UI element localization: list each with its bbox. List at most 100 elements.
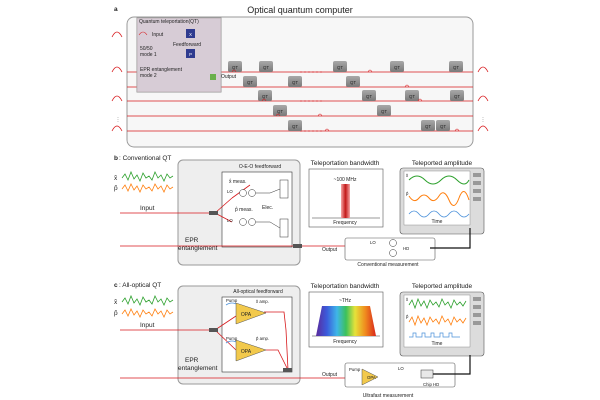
svg-text:QT: QT <box>292 124 298 129</box>
b-amp-x: x̂ <box>406 173 409 178</box>
b-epr2: entanglement <box>178 245 218 252</box>
svg-text:QT: QT <box>454 94 460 99</box>
c-scope-p-trace <box>408 314 467 327</box>
panel-b: b : Conventional QT x̂ p̂ Input O-E-O fe… <box>114 155 485 268</box>
b-meas-box <box>344 237 436 261</box>
panel-a: a Optical quantum computer ⋮ ⋮ <box>111 5 489 148</box>
c-time: Time <box>432 341 443 347</box>
qt-box: QT <box>377 105 391 116</box>
inset-bs: 50/50 <box>140 46 153 52</box>
b-lo2: LO <box>227 218 233 223</box>
b-bw-band <box>341 184 350 218</box>
dots-right: ⋮ <box>481 117 486 123</box>
qt-box: QT <box>346 76 360 87</box>
svg-text:QT: QT <box>394 65 400 70</box>
qt-box: QT <box>243 76 257 87</box>
svg-text:OPA: OPA <box>367 375 376 380</box>
svg-text:P: P <box>189 52 192 57</box>
b-epr1: EPR <box>185 237 199 244</box>
svg-text:QT: QT <box>232 65 238 70</box>
svg-text:X: X <box>189 32 192 37</box>
qt-box: QT <box>259 61 273 72</box>
panel-b-letter: b <box>114 155 118 162</box>
svg-text:QT: QT <box>292 80 298 85</box>
qt-box: QT <box>333 61 347 72</box>
inset-output: Output <box>221 74 237 80</box>
c-amp-p: p̂ <box>406 314 409 319</box>
svg-text:QT: QT <box>453 65 459 70</box>
inset-epr: EPR entanglement <box>140 67 183 73</box>
b-amp-p: p̂ <box>406 191 409 196</box>
qt-box: QT <box>405 90 419 101</box>
qt-box: QT <box>362 90 376 101</box>
b-pmeas: p̂ meas. <box>235 207 253 213</box>
c-chip: Chip HD <box>423 382 439 387</box>
c-pump2: Pump <box>226 336 238 341</box>
panel-c-letter: c <box>114 282 118 289</box>
b-phat-label: p̂ <box>114 185 118 192</box>
c-pamp: p̂ amp. <box>256 336 269 341</box>
c-pump3: Pump <box>349 367 361 372</box>
c-input-label: Input <box>140 322 155 329</box>
b-p-detector <box>239 218 256 226</box>
b-output-bs <box>293 244 302 248</box>
c-lo: LO <box>398 366 404 371</box>
output-element <box>210 74 216 80</box>
qt-box: QT <box>273 105 287 116</box>
panel-a-title: Optical quantum computer <box>247 5 353 15</box>
qt-box: QT <box>421 120 435 131</box>
b-beamsplitter <box>209 211 218 215</box>
svg-text:QT: QT <box>425 124 431 129</box>
opa-p <box>235 339 267 362</box>
qt-boxes: QT QT QT QT QT QT QT QT QT QT QT QT QT Q… <box>228 61 464 131</box>
b-scope-blue-trace <box>408 210 470 218</box>
b-input-label: Input <box>140 205 155 212</box>
c-bw-freq: Frequency <box>333 339 357 345</box>
svg-text:OPA: OPA <box>241 312 252 318</box>
c-xhat-label: x̂ <box>114 299 118 306</box>
qt-box: QT <box>450 90 464 101</box>
b-lo1: LO <box>227 189 233 194</box>
panel-b-title: : Conventional QT <box>119 155 171 162</box>
b-xhat-label: x̂ <box>114 175 118 182</box>
aoff-label: All-optical feedforward <box>233 289 283 295</box>
c-phat-label: p̂ <box>114 310 118 317</box>
b-bw-freq: Frequency <box>333 220 357 226</box>
chip-hd-icon <box>420 369 434 379</box>
b-eom2 <box>279 218 289 238</box>
svg-text:QT: QT <box>247 80 253 85</box>
b-elec: Elec. <box>262 205 273 211</box>
c-xamp: x̂ amp. <box>256 299 269 304</box>
b-input-p-trace <box>121 183 174 193</box>
c-amp-x: x̂ <box>406 297 409 302</box>
svg-text:QT: QT <box>350 80 356 85</box>
c-output-bs <box>283 368 292 372</box>
b-xmeas: x̂ meas. <box>229 179 247 185</box>
c-input-x-trace <box>121 294 174 306</box>
b-input-x-trace <box>121 170 174 182</box>
x-meas-icon <box>186 29 195 38</box>
qt-box: QT <box>390 61 404 72</box>
c-input-p-trace <box>121 308 174 318</box>
c-epr2: entanglement <box>178 365 218 372</box>
c-meas-label: Ultrafast measurement <box>363 393 414 399</box>
inset-title: Quantum teleportation(QT) <box>139 19 199 25</box>
c-epr1: EPR <box>185 357 199 364</box>
c-output: Output <box>322 372 338 378</box>
c-pump1: Pump <box>226 298 238 303</box>
panel-a-letter: a <box>114 6 118 13</box>
c-bw-value: ~THz <box>339 298 352 304</box>
qt-box: QT <box>436 120 450 131</box>
svg-text:QT: QT <box>262 94 268 99</box>
qt-inset <box>136 17 222 93</box>
b-bw-title: Teleportation bandwidth <box>311 160 380 167</box>
qt-box: QT <box>288 120 302 131</box>
qt-box: QT <box>228 61 242 72</box>
b-amp-title: Teleported amplitude <box>412 160 473 167</box>
b-hd: HD <box>403 246 409 251</box>
svg-text:QT: QT <box>440 124 446 129</box>
svg-text:OPA: OPA <box>241 349 252 355</box>
svg-text:QT: QT <box>277 109 283 114</box>
panel-c-title: : All-optical QT <box>119 282 161 289</box>
